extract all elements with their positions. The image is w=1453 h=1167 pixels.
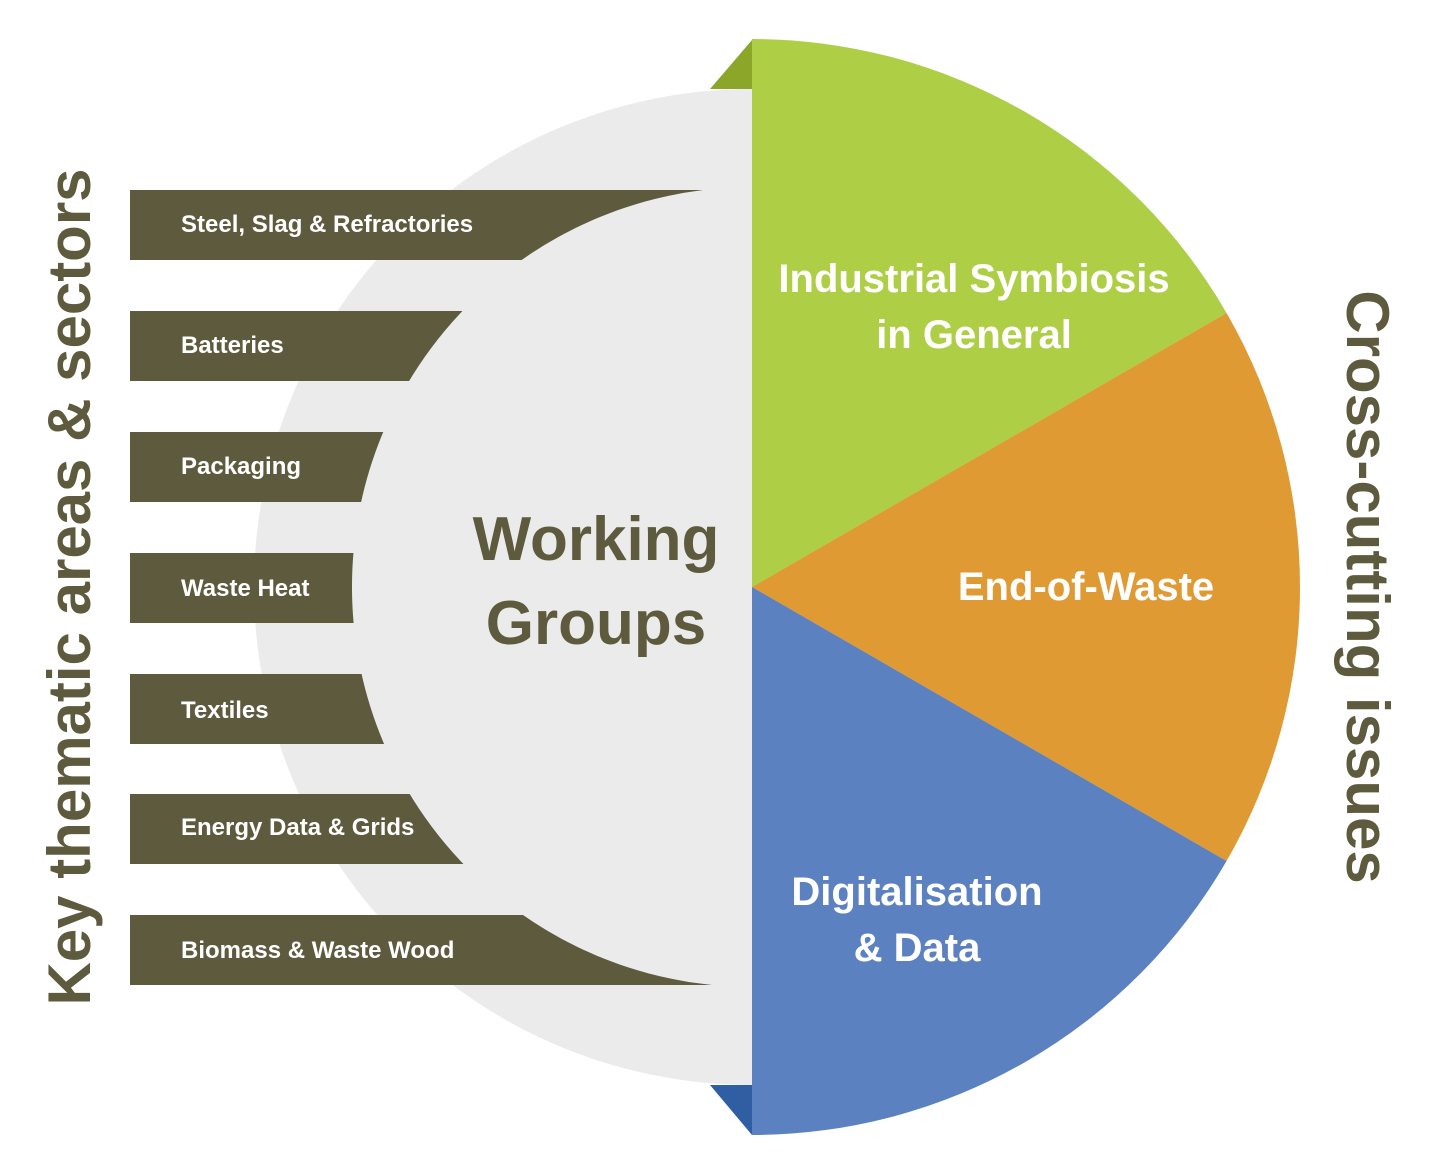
sector-tab-steel bbox=[130, 190, 752, 260]
center-label-line1: Working bbox=[473, 505, 720, 574]
sector-label-packaging: Packaging bbox=[181, 453, 301, 480]
sector-label-textiles: Textiles bbox=[181, 697, 269, 724]
segment-industrial-symbiosis bbox=[752, 39, 1227, 587]
center-label-line2: Groups bbox=[486, 589, 706, 658]
segment-label-end-of-waste: End-of-Waste bbox=[958, 565, 1214, 609]
segment-label-digitalisation-line1: Digitalisation bbox=[791, 870, 1042, 914]
segment-label-industrial-line2: in General bbox=[876, 313, 1072, 357]
sector-label-batteries: Batteries bbox=[181, 332, 284, 359]
segment-label-industrial-line1: Industrial Symbiosis bbox=[778, 257, 1169, 301]
sector-tab-packaging bbox=[130, 432, 384, 502]
segment-digitalisation bbox=[752, 587, 1227, 1135]
sector-label-waste-heat: Waste Heat bbox=[181, 575, 309, 602]
sector-tab-textiles bbox=[130, 674, 385, 744]
sector-tab-batteries bbox=[130, 311, 463, 381]
sector-label-energy-data: Energy Data & Grids bbox=[181, 814, 414, 841]
segment-end-of-waste bbox=[752, 313, 1300, 861]
segment-label-digitalisation-line2: & Data bbox=[854, 926, 981, 970]
sector-label-biomass: Biomass & Waste Wood bbox=[181, 937, 454, 964]
right-side-title: Cross-cutting issues bbox=[1334, 290, 1401, 883]
bottom-accent-triangle bbox=[710, 1085, 752, 1135]
sector-tabs bbox=[130, 190, 752, 985]
sector-label-steel: Steel, Slag & Refractories bbox=[181, 211, 473, 238]
top-accent-triangle bbox=[710, 40, 752, 89]
sector-tab-waste-heat bbox=[130, 553, 354, 623]
sector-tab-biomass bbox=[130, 915, 752, 985]
sector-tab-energy-data bbox=[130, 794, 464, 864]
left-side-title: Key thematic areas & sectors bbox=[36, 168, 103, 1005]
